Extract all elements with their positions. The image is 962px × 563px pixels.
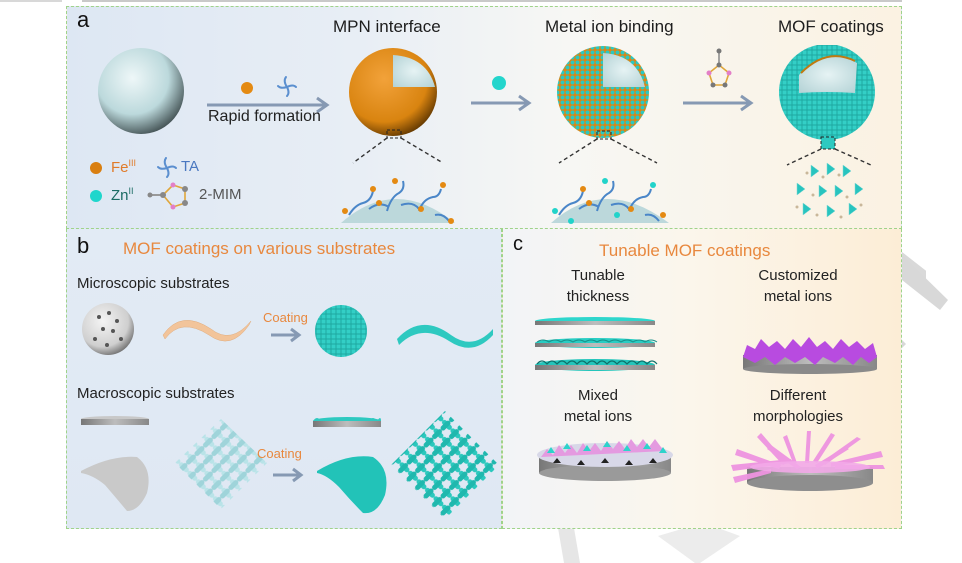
disk-substrate bbox=[81, 416, 149, 425]
fabric-substrate bbox=[175, 419, 267, 509]
microscopic-row-illustration bbox=[82, 303, 493, 357]
macroscopic-substrates-label: Macroscopic substrates bbox=[77, 385, 235, 402]
mof-coated-sphere bbox=[779, 45, 875, 219]
panel-letter: c bbox=[513, 233, 523, 255]
ta-legend-label: TA bbox=[181, 158, 200, 175]
different-morphologies-illustration bbox=[731, 431, 885, 491]
macroscopic-row-illustration bbox=[81, 411, 499, 519]
porous-sphere bbox=[82, 303, 134, 355]
coated-ribbon bbox=[397, 324, 493, 348]
stage-title-metal-ion-binding: Metal ion binding bbox=[545, 17, 674, 36]
stage-title-mof-coatings: MOF coatings bbox=[778, 17, 884, 36]
panel-c-title: Tunable MOF coatings bbox=[599, 241, 771, 260]
ta-legend-icon bbox=[157, 157, 177, 178]
panel-letter: b bbox=[77, 233, 90, 258]
rapid-formation-label: Rapid formation bbox=[208, 108, 321, 125]
coating-label-micro: Coating bbox=[263, 310, 308, 325]
coating-label-macro: Coating bbox=[257, 446, 302, 461]
ribbon-substrate bbox=[162, 320, 252, 342]
coated-disk bbox=[313, 417, 381, 427]
fe-legend-sphere bbox=[90, 162, 102, 174]
bare-substrate-sphere bbox=[98, 48, 184, 134]
fe-legend-label: FeIII bbox=[111, 158, 137, 176]
zn-legend-label: ZnII bbox=[111, 186, 134, 204]
watermark-shape bbox=[902, 255, 948, 348]
top-rule bbox=[0, 0, 962, 2]
panel-a: a Rapid formation FeIII TA ZnII 2-MIM MP… bbox=[66, 6, 902, 229]
mpn-sphere bbox=[341, 48, 455, 224]
customized-metal-ions-illustration bbox=[743, 337, 877, 374]
2-mim-addition-arrow bbox=[683, 48, 754, 112]
leaf-substrate bbox=[81, 456, 149, 511]
panel-b: b MOF coatings on various substrates Mic… bbox=[66, 229, 502, 529]
zn-addition-arrow bbox=[471, 76, 532, 112]
tannic-acid-icon bbox=[277, 76, 297, 97]
watermark-shape bbox=[558, 528, 740, 563]
2-mim-legend-label: 2-MIM bbox=[199, 186, 242, 203]
panel-b-title: MOF coatings on various substrates bbox=[123, 239, 396, 258]
tunable-thickness-illustration bbox=[535, 317, 658, 371]
zn-legend-sphere bbox=[90, 190, 102, 202]
coated-sphere bbox=[315, 305, 367, 357]
panel-letter: a bbox=[77, 7, 90, 32]
metal-ion-bound-sphere bbox=[551, 46, 669, 224]
microscopic-substrates-label: Microscopic substrates bbox=[77, 275, 230, 292]
mixed-metal-ions-illustration bbox=[537, 439, 673, 481]
2-mim-legend-icon bbox=[147, 182, 188, 210]
rapid-formation-arrow bbox=[207, 76, 330, 114]
stage-title-mpn-interface: MPN interface bbox=[333, 17, 441, 36]
coated-fabric bbox=[391, 411, 499, 519]
coated-leaf bbox=[317, 456, 387, 514]
